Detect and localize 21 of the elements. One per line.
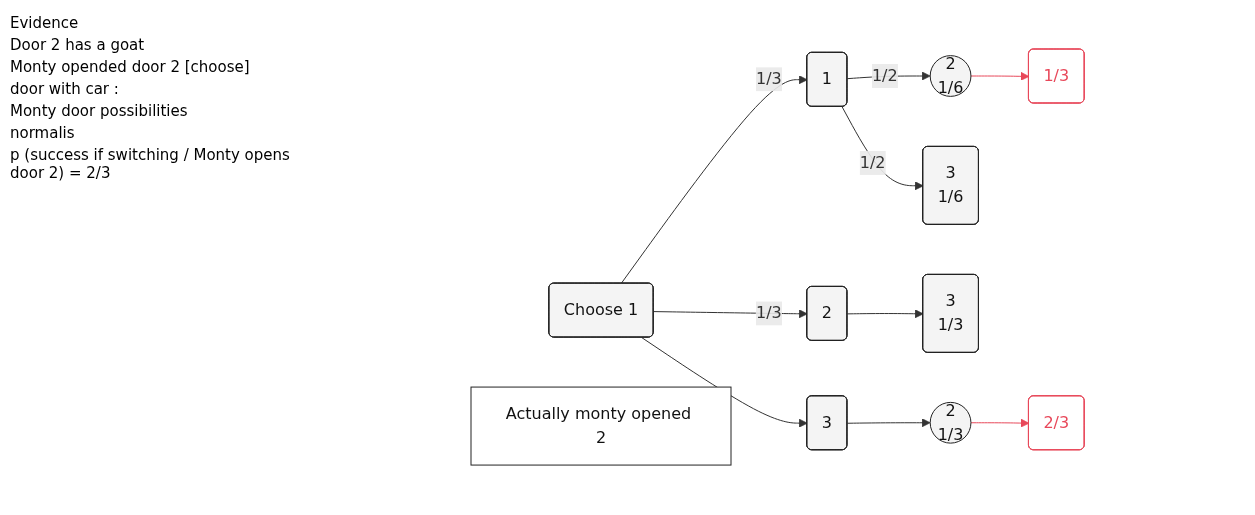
arrow xyxy=(970,419,1030,428)
arrow xyxy=(841,106,924,191)
note-text: Monty opended door 2 [choose] xyxy=(10,58,251,76)
note-text: p (success if switching / Monty opens door 2) = 2/3 xyxy=(10,146,290,182)
arrow xyxy=(970,72,1030,82)
note-text: Door 2 has a goat xyxy=(10,36,146,54)
edge-label: 1/2 xyxy=(859,153,886,173)
edge-label: 1/3 xyxy=(755,303,782,323)
note-text: door with car : xyxy=(10,80,120,98)
arrow xyxy=(846,418,931,428)
node-circle: 2 1/3 xyxy=(929,402,972,445)
arrow xyxy=(620,75,808,285)
edge-label: 1/2 xyxy=(871,66,898,86)
arrow xyxy=(641,337,808,428)
node-circle: 2 1/6 xyxy=(929,55,972,98)
heading: Evidence xyxy=(10,14,80,32)
edge-label: 1/3 xyxy=(755,69,782,89)
node-box: Actually monty opened 2 xyxy=(470,387,732,467)
note-text: Monty door possibilities xyxy=(10,102,189,120)
arrow xyxy=(846,309,924,319)
note-text: normalis xyxy=(10,124,76,142)
